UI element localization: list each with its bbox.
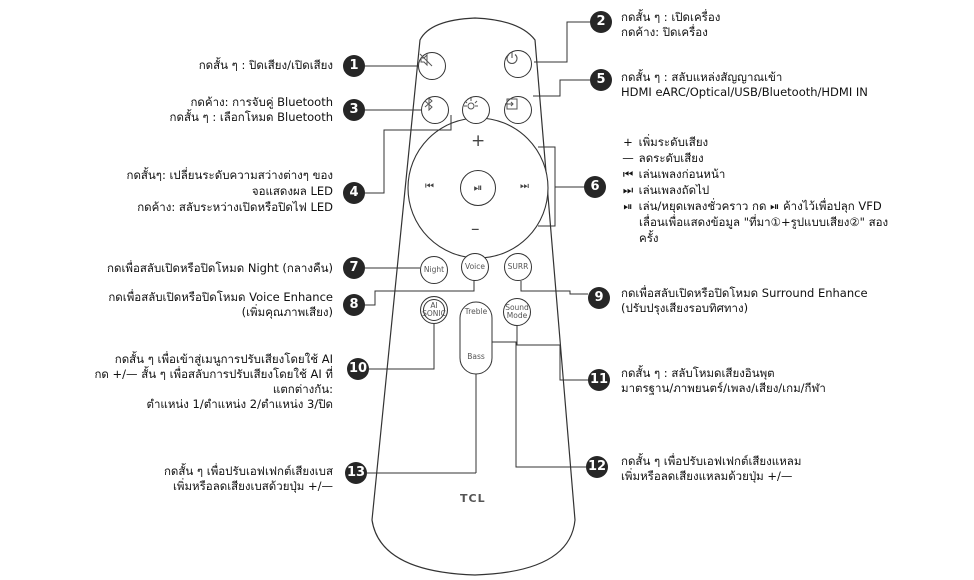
- ai-sonic-label-1: AI: [430, 301, 438, 310]
- brightness-icon: [464, 98, 478, 110]
- brand-logo: TCL: [460, 492, 486, 505]
- badge-11: 11: [588, 369, 610, 391]
- night-button-label: Night: [423, 265, 445, 274]
- callout-13-text: กดสั้น ๆ เพื่อปรับเอฟเฟกต์เสียงเบส เพิ่ม…: [163, 464, 333, 493]
- voice-button-label: Voice: [465, 262, 485, 271]
- badge-3: 3: [343, 99, 365, 121]
- treble-label[interactable]: Treble: [464, 307, 488, 316]
- callout-7-text: กดเพื่อสลับเปิดหรือปิดโหมด Night (กลางคื…: [107, 261, 333, 275]
- ai-sonic-label-2: SONIC: [422, 309, 446, 318]
- surr-button-label: SURR: [507, 262, 529, 271]
- previous-icon[interactable]: ⏮: [425, 181, 434, 192]
- callout-3-text: กดค้าง: การจับคู่ Bluetooth กดสั้น ๆ : เ…: [169, 95, 333, 124]
- voice-button[interactable]: Voice: [461, 253, 489, 281]
- badge-4: 4: [343, 182, 365, 204]
- badge-13: 13: [345, 462, 367, 484]
- bass-label[interactable]: Bass: [467, 352, 485, 361]
- surr-button[interactable]: SURR: [504, 253, 532, 281]
- play-pause-icon: ⏯: [473, 181, 483, 194]
- callout-6-item: ⏮ เล่นเพลงก่อนหน้า: [622, 167, 726, 181]
- badge-5: 5: [590, 69, 612, 91]
- callout-8-text: กดเพื่อสลับเปิดหรือปิดโหมด Voice Enhance…: [108, 290, 333, 319]
- callout-6-item: + เพิ่มระดับเสียง: [623, 135, 709, 149]
- badge-8: 8: [343, 294, 365, 316]
- badge-6: 6: [584, 176, 606, 198]
- callout-11-text: กดสั้น ๆ : สลับโหมดเสียงอินพุต มาตรฐาน/ภ…: [621, 366, 826, 395]
- night-button[interactable]: Night: [420, 256, 448, 284]
- badge-10: 10: [347, 358, 369, 380]
- next-icon[interactable]: ⏭: [520, 181, 529, 192]
- callout-2-text: กดสั้น ๆ : เปิดเครื่อง กดค้าง: ปิดเครื่อ…: [621, 10, 721, 39]
- callout-5-text: กดสั้น ๆ : สลับแหล่งสัญญาณเข้า HDMI eARC…: [621, 70, 868, 99]
- mute-button[interactable]: [418, 52, 446, 80]
- treble-bass-pill: [459, 301, 493, 375]
- source-input-button[interactable]: [504, 96, 532, 124]
- badge-12: 12: [586, 456, 608, 478]
- power-icon: [506, 52, 518, 65]
- callout-6-item: — ลดระดับเสียง: [622, 151, 704, 165]
- play-pause-button[interactable]: ⏯: [460, 170, 496, 206]
- badge-2: 2: [590, 11, 612, 33]
- power-button[interactable]: [504, 50, 532, 78]
- bluetooth-icon: [424, 97, 433, 111]
- source-input-icon: [505, 98, 518, 110]
- sound-mode-label-1: Sound: [505, 303, 529, 312]
- mute-icon: [419, 53, 433, 67]
- badge-9: 9: [588, 287, 610, 309]
- callout-9-text: กดเพื่อสลับเปิดหรือปิดโหมด Surround Enha…: [621, 286, 868, 315]
- callout-4-text: กดสั้นๆ: เปลี่ยนระดับความสว่างต่างๆ ของ …: [126, 168, 333, 214]
- volume-up-symbol[interactable]: +: [471, 131, 486, 151]
- callout-12-text: กดสั้น ๆ เพื่อปรับเอฟเฟกต์เสียงแหลม เพิ่…: [621, 454, 802, 483]
- sound-mode-label-2: Mode: [506, 311, 528, 320]
- callout-6-text: + เพิ่มระดับเสียง — ลดระดับเสียง ⏮ เล่นเ…: [622, 135, 889, 245]
- badge-1: 1: [343, 55, 365, 77]
- callout-10-text: กดสั้น ๆ เพื่อเข้าสู่เมนูการปรับเสียงโดย…: [94, 352, 333, 411]
- badge-7: 7: [343, 257, 365, 279]
- callout-1-text: กดสั้น ๆ : ปิดเสียง/เปิดเสียง: [198, 58, 333, 72]
- callout-6-item: ⏭ เล่นเพลงถัดไป: [622, 183, 710, 197]
- callout-6-item: ⏯ เล่น/หยุดเพลงชั่วคราว กด ⏯ ค้างไว้เพื่…: [623, 199, 882, 213]
- led-brightness-button[interactable]: [462, 96, 490, 124]
- bluetooth-button[interactable]: [421, 96, 449, 124]
- volume-down-symbol[interactable]: –: [471, 219, 480, 239]
